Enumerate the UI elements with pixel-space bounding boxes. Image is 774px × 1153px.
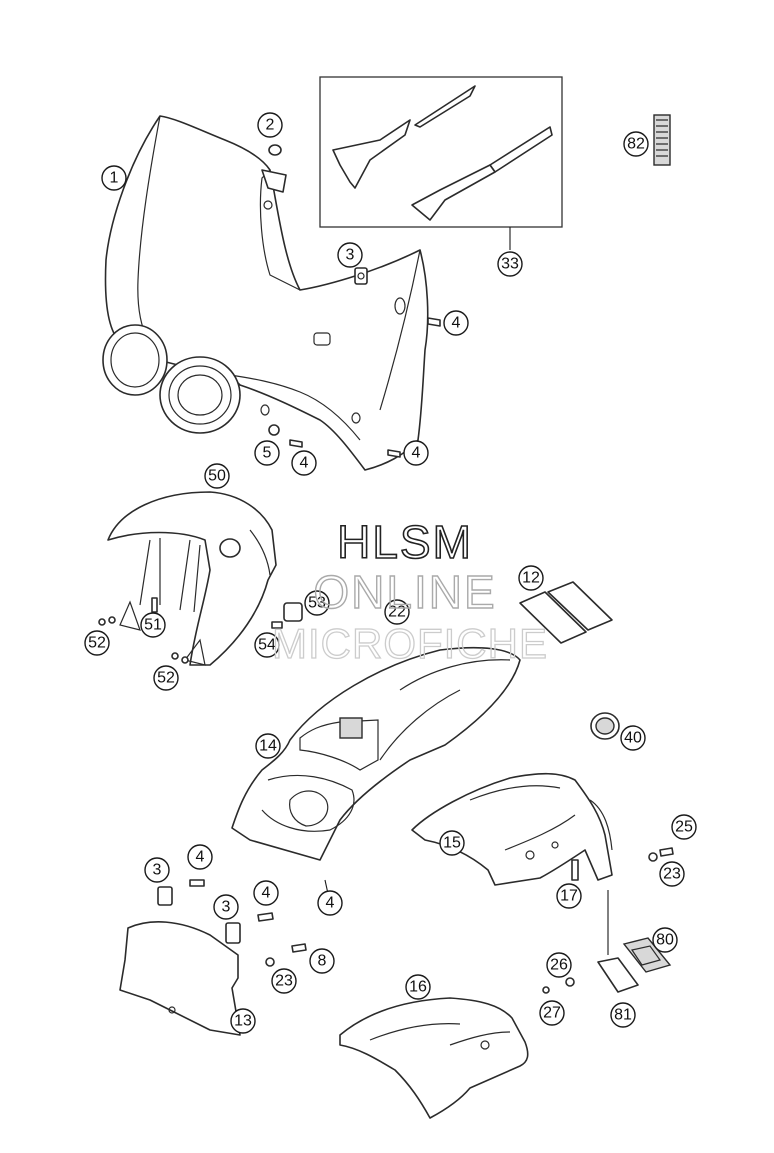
- svg-text:4: 4: [300, 455, 309, 472]
- svg-text:17: 17: [560, 888, 578, 905]
- part-clip-nut: [354, 267, 368, 285]
- svg-text:52: 52: [157, 670, 175, 687]
- svg-text:14: 14: [259, 738, 277, 755]
- callout-5: 5: [254, 440, 280, 466]
- part-rear-fender-lower: [339, 997, 529, 1119]
- svg-text:51: 51: [144, 617, 162, 634]
- callout-3-plate-b: 3: [213, 894, 239, 920]
- svg-text:12: 12: [522, 570, 540, 587]
- callout-4-fairing-d: 4: [317, 890, 343, 916]
- svg-text:8: 8: [318, 953, 327, 970]
- callout-80: 80: [652, 927, 678, 953]
- decal-kit: [319, 76, 563, 250]
- svg-text:81: 81: [614, 1007, 632, 1024]
- svg-text:3: 3: [153, 862, 162, 879]
- svg-text:4: 4: [196, 849, 205, 866]
- svg-text:4: 4: [412, 445, 421, 462]
- fender-hardware: [98, 597, 303, 664]
- svg-text:1: 1: [110, 170, 119, 187]
- callout-17: 17: [556, 883, 582, 909]
- svg-text:5: 5: [263, 445, 272, 462]
- callout-16: 16: [405, 974, 431, 1000]
- callout-52-a: 52: [84, 630, 110, 656]
- svg-text:27: 27: [543, 1005, 561, 1022]
- svg-text:53: 53: [308, 595, 326, 612]
- callout-4-fairing-a: 4: [443, 310, 469, 336]
- svg-text:52: 52: [88, 635, 106, 652]
- callout-14: 14: [255, 733, 281, 759]
- svg-text:26: 26: [550, 957, 568, 974]
- callout-82: 82: [623, 131, 649, 157]
- svg-text:3: 3: [346, 247, 355, 264]
- callout-23-plate: 23: [271, 968, 297, 994]
- svg-text:4: 4: [452, 315, 461, 332]
- callout-40: 40: [620, 725, 646, 751]
- callout-26: 26: [546, 952, 572, 978]
- callout-53: 53: [304, 590, 330, 616]
- callout-33: 33: [497, 251, 523, 277]
- svg-text:80: 80: [656, 932, 674, 949]
- part-airbox-cover: [231, 646, 521, 861]
- callout-52-b: 52: [153, 665, 179, 691]
- callout-15: 15: [439, 830, 465, 856]
- svg-text:23: 23: [275, 973, 293, 990]
- svg-text:2: 2: [266, 117, 275, 134]
- part-license-plate-holder: [119, 879, 331, 1036]
- callout-27: 27: [539, 1000, 565, 1026]
- callout-4-plate-a: 4: [187, 844, 213, 870]
- callout-25: 25: [671, 814, 697, 840]
- part-rear-fender: [411, 772, 613, 886]
- callout-4-fairing-c: 4: [403, 440, 429, 466]
- callout-8: 8: [309, 948, 335, 974]
- part-foam-strips: [519, 581, 613, 644]
- callout-4-plate-b: 4: [253, 880, 279, 906]
- callout-54: 54: [254, 632, 280, 658]
- callout-2: 2: [257, 112, 283, 138]
- part-reflector: [653, 114, 671, 166]
- svg-text:22: 22: [388, 604, 406, 621]
- svg-text:82: 82: [627, 136, 645, 153]
- rear-fender-hardware: [571, 847, 674, 881]
- callout-51: 51: [140, 612, 166, 638]
- svg-text:40: 40: [624, 730, 642, 747]
- svg-text:23: 23: [663, 866, 681, 883]
- watermark-line-2: ONLINE: [313, 566, 496, 618]
- svg-text:13: 13: [234, 1013, 252, 1030]
- svg-text:50: 50: [208, 468, 226, 485]
- part-plate-lamp: [542, 890, 672, 994]
- callout-4-fairing-b: 4: [291, 450, 317, 476]
- callout-12: 12: [518, 565, 544, 591]
- svg-text:25: 25: [675, 819, 693, 836]
- watermark: HLSM ONLINE MICROFICHE: [271, 515, 548, 667]
- svg-text:3: 3: [222, 899, 231, 916]
- part-front-fender: [107, 491, 277, 666]
- callout-3-plate-a: 3: [144, 857, 170, 883]
- svg-text:16: 16: [409, 979, 427, 996]
- part-headlight-mask: [102, 115, 429, 471]
- svg-text:54: 54: [258, 637, 276, 654]
- svg-text:4: 4: [262, 885, 271, 902]
- callout-1: 1: [101, 165, 127, 191]
- callout-22: 22: [384, 599, 410, 625]
- callout-13: 13: [230, 1008, 256, 1034]
- watermark-line-1: HLSM: [337, 516, 473, 568]
- callout-81: 81: [610, 1002, 636, 1028]
- svg-text:4: 4: [326, 895, 335, 912]
- callout-23-rear: 23: [659, 861, 685, 887]
- watermark-line-3: MICROFICHE: [272, 620, 548, 667]
- callout-50: 50: [204, 463, 230, 489]
- part-grommet: [268, 144, 282, 156]
- screw-group-fairing: [268, 317, 441, 458]
- callout-3-fairing: 3: [337, 242, 363, 268]
- svg-text:33: 33: [501, 256, 519, 273]
- svg-text:15: 15: [443, 835, 461, 852]
- part-round-reflector: [590, 712, 620, 740]
